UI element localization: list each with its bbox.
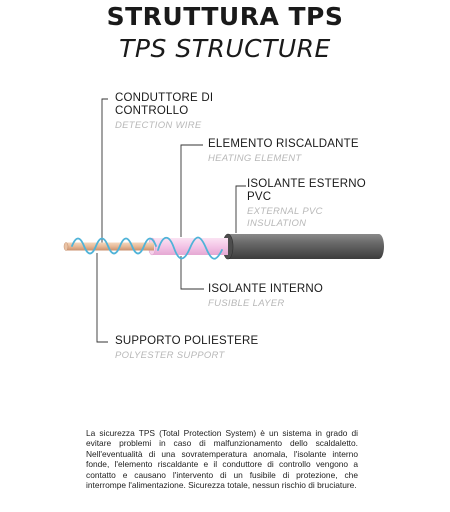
leader-internal-insulation bbox=[180, 256, 204, 290]
label-detection-wire-it: CONDUTTORE DI CONTROLLO bbox=[115, 92, 214, 117]
label-polyester-support-en: POLYESTER SUPPORT bbox=[115, 350, 225, 361]
heating-element-coil bbox=[157, 236, 223, 260]
label-external-insulation-en: EXTERNAL PVC INSULATION bbox=[247, 206, 323, 229]
leader-polyester-support bbox=[96, 253, 108, 343]
label-polyester-support-it: SUPPORTO POLIESTERE bbox=[115, 335, 259, 347]
label-heating-element-it: ELEMENTO RISCALDANTE bbox=[208, 138, 359, 150]
leader-detection-wire bbox=[101, 98, 108, 248]
description-text: La sicurezza TPS (Total Protection Syste… bbox=[86, 428, 358, 491]
leader-lines bbox=[96, 98, 246, 343]
leader-external-insulation bbox=[235, 185, 246, 233]
title-italian: STRUTTURA TPS bbox=[106, 2, 344, 31]
label-detection-wire-en: DETECTION WIRE bbox=[115, 120, 202, 131]
detection-wire-coil bbox=[71, 237, 157, 255]
label-external-insulation-it: ISOLANTE ESTERNO PVC bbox=[247, 178, 366, 203]
label-heating-element-en: HEATING ELEMENT bbox=[208, 153, 302, 164]
title-english: TPS STRUCTURE bbox=[119, 34, 331, 63]
leader-heating-element bbox=[180, 144, 203, 237]
outer-pvc-sheath bbox=[222, 233, 384, 260]
label-internal-insulation-it: ISOLANTE INTERNO bbox=[208, 283, 324, 295]
core bbox=[63, 242, 154, 251]
label-internal-insulation-en: FUSIBLE LAYER bbox=[208, 298, 285, 309]
